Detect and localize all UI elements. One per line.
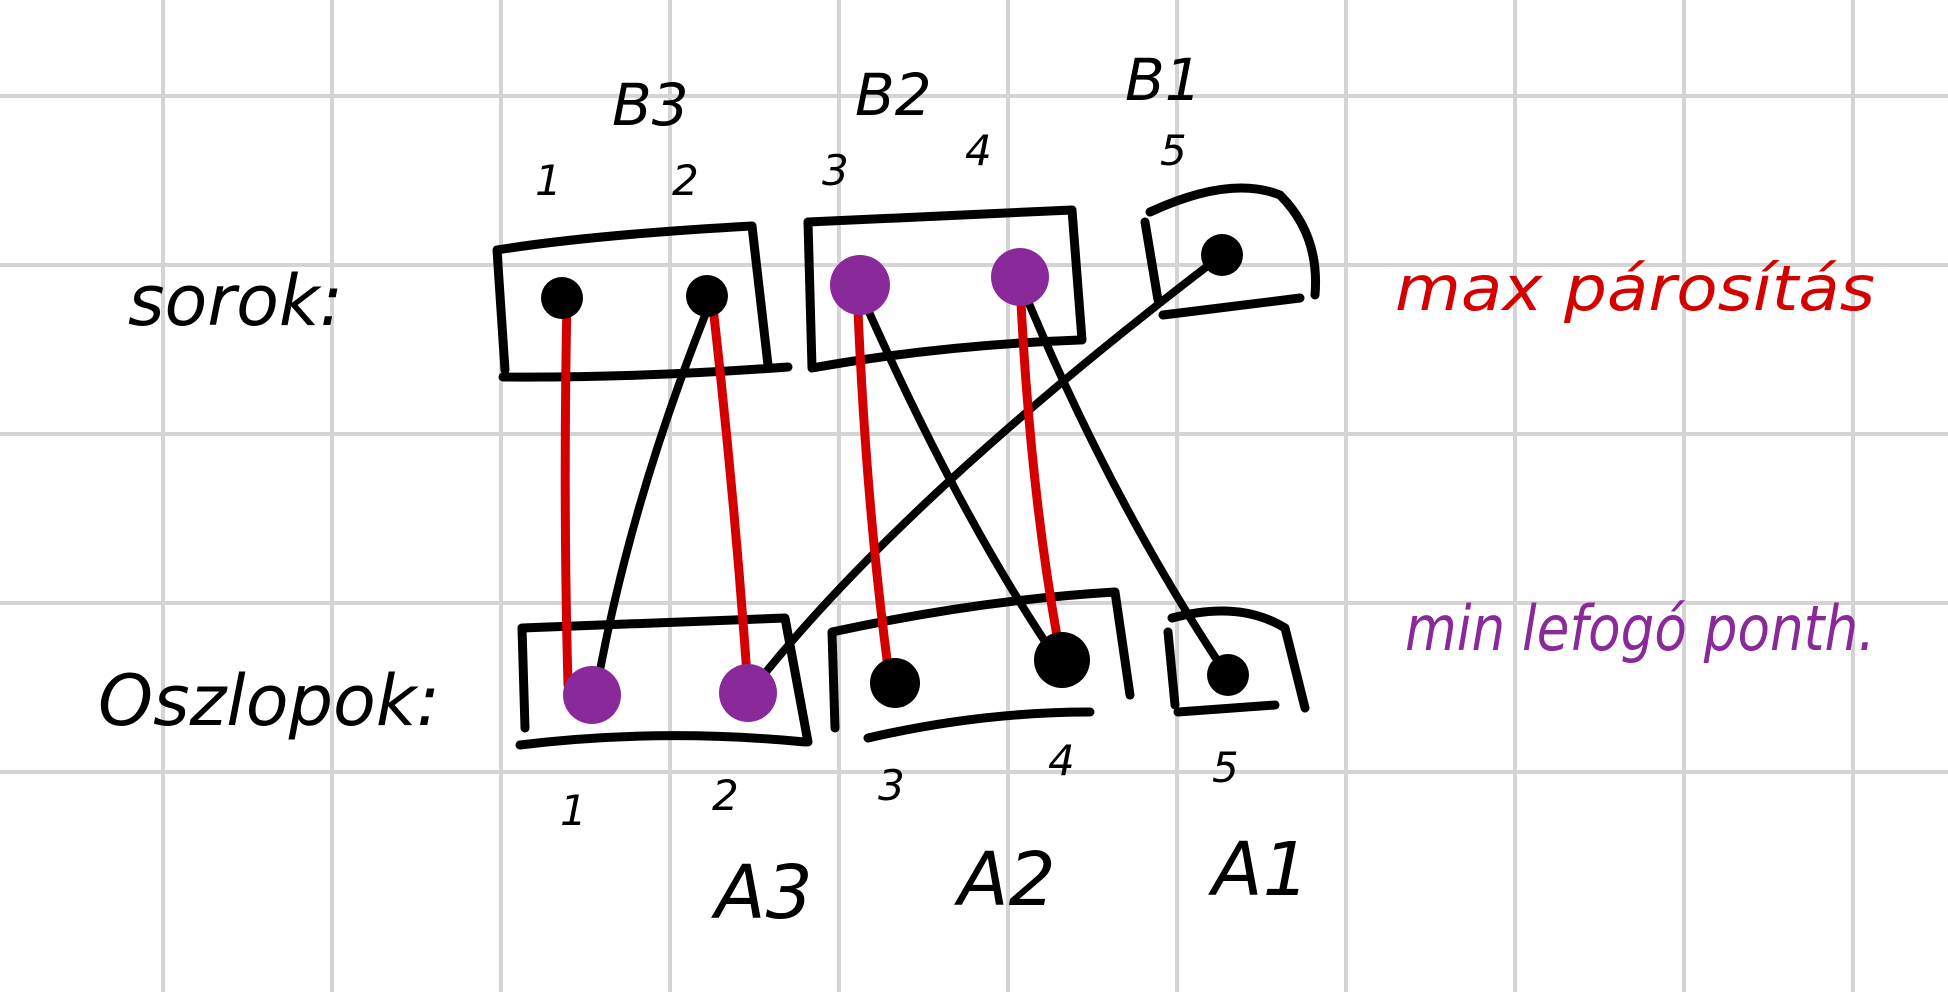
row-group-label-b2: B2 bbox=[855, 61, 932, 129]
non-matching-edges bbox=[592, 251, 1229, 696]
column-vertex-1-cover bbox=[563, 666, 621, 724]
column-vertex-5 bbox=[1207, 654, 1249, 696]
row-group-label-b3: B3 bbox=[612, 71, 689, 139]
matching-edge-r4-c4 bbox=[1015, 277, 1068, 673]
column-side-label: Oszlopok: bbox=[98, 660, 440, 742]
column-vertex-label-2: 2 bbox=[712, 771, 739, 820]
matching-edge-r2-c2 bbox=[707, 293, 753, 695]
edge-r5-c2 bbox=[746, 251, 1226, 696]
row-vertex-5 bbox=[1201, 234, 1243, 276]
max-matching-text: max párosítás bbox=[1395, 252, 1875, 325]
row-vertex-2 bbox=[686, 275, 728, 317]
row-vertex-label-2: 2 bbox=[672, 156, 699, 205]
row-vertex-label-5: 5 bbox=[1160, 126, 1187, 175]
matching-edge-r3-c3 bbox=[852, 280, 895, 687]
column-vertex-4 bbox=[1034, 632, 1090, 688]
row-vertex-3-cover bbox=[830, 255, 890, 315]
column-group-box-a3 bbox=[515, 613, 813, 750]
column-vertex-label-4: 4 bbox=[1048, 736, 1075, 785]
column-group-box-a2 bbox=[827, 587, 1135, 743]
min-cover-annotation: min lefogó ponth. bbox=[1405, 592, 1875, 665]
column-group-label-a2: A2 bbox=[954, 837, 1056, 923]
row-vertex-label-4: 4 bbox=[965, 126, 992, 175]
edge-r3-c4 bbox=[853, 281, 1067, 672]
max-matching-annotation: max párosítás bbox=[1395, 252, 1875, 325]
row-vertex-label-3: 3 bbox=[822, 146, 849, 195]
column-vertex-3 bbox=[870, 658, 920, 708]
matching-edges bbox=[560, 277, 1068, 695]
column-vertex-label-1: 1 bbox=[560, 786, 587, 835]
column-vertex-label-3: 3 bbox=[878, 761, 905, 810]
row-vertices bbox=[541, 234, 1243, 319]
column-group-label-a3: A3 bbox=[711, 850, 813, 936]
edge-r2-c1 bbox=[592, 294, 716, 696]
row-vertex-label-1: 1 bbox=[535, 156, 562, 205]
row-vertex-4-cover bbox=[991, 248, 1049, 306]
row-group-box-b3 bbox=[492, 221, 793, 382]
matching-edge-r1-c1 bbox=[560, 293, 573, 690]
row-side-label: sorok: bbox=[128, 260, 343, 342]
row-group-label-b1: B1 bbox=[1125, 46, 1202, 114]
column-vertex-2-cover bbox=[719, 664, 777, 722]
column-group-label-a1: A1 bbox=[1208, 827, 1310, 913]
column-vertices bbox=[563, 632, 1249, 724]
column-vertex-label-5: 5 bbox=[1212, 743, 1239, 792]
edge-r4-c5 bbox=[1016, 278, 1229, 676]
row-vertex-1 bbox=[541, 277, 583, 319]
row-group-box-b1 bbox=[1140, 183, 1321, 320]
min-cover-text: min lefogó ponth. bbox=[1405, 592, 1875, 665]
